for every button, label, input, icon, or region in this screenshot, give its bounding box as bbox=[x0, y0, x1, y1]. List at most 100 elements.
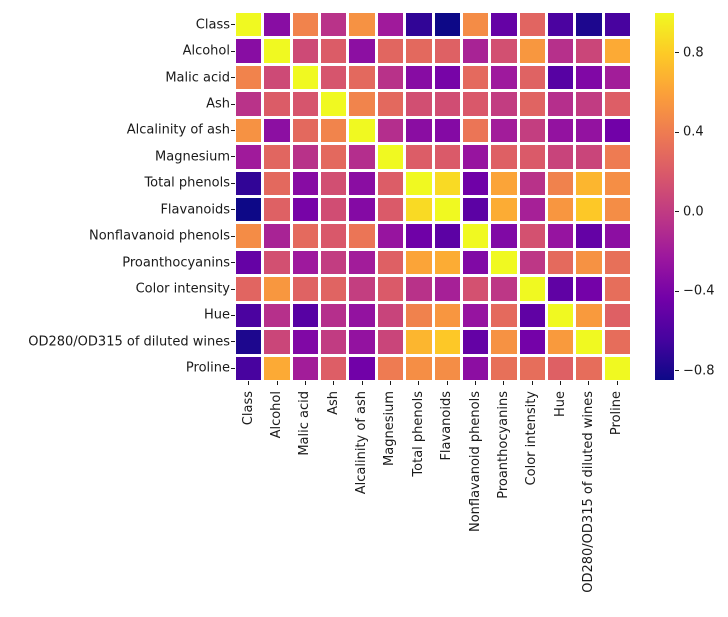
heatmap-cell bbox=[519, 92, 545, 116]
y-tick bbox=[231, 235, 235, 237]
heatmap-cell bbox=[462, 277, 489, 301]
heatmap-cell bbox=[236, 145, 262, 169]
heatmap-cell bbox=[576, 39, 602, 63]
heatmap-cell bbox=[349, 145, 375, 169]
heatmap-cell bbox=[236, 171, 262, 195]
y-tick-label: Class bbox=[195, 17, 230, 33]
heatmap-cell bbox=[576, 356, 602, 380]
heatmap-cell bbox=[434, 92, 460, 116]
heatmap-cell bbox=[547, 92, 574, 116]
heatmap-cell bbox=[321, 171, 347, 195]
heatmap-cell bbox=[377, 224, 404, 248]
heatmap-cell bbox=[349, 118, 375, 143]
heatmap-cell bbox=[491, 330, 517, 354]
heatmap-cell bbox=[547, 224, 574, 248]
y-tick-label: Proanthocyanins bbox=[122, 255, 230, 271]
heatmap-cell bbox=[434, 171, 460, 195]
heatmap-cell bbox=[462, 65, 489, 90]
heatmap-cell bbox=[576, 92, 602, 116]
y-tick-label: Nonflavanoid phenols bbox=[89, 228, 230, 244]
y-tick bbox=[231, 129, 235, 131]
heatmap-cell bbox=[462, 198, 489, 222]
heatmap-cell bbox=[604, 13, 630, 37]
heatmap-cell bbox=[604, 250, 630, 275]
heatmap-cell bbox=[292, 92, 319, 116]
y-tick bbox=[231, 50, 235, 52]
heatmap-cell bbox=[434, 198, 460, 222]
heatmap-cell bbox=[236, 224, 262, 248]
heatmap-cell bbox=[236, 356, 262, 380]
heatmap-cell bbox=[406, 39, 432, 63]
heatmap-cell bbox=[236, 39, 262, 63]
heatmap-cell bbox=[434, 303, 460, 328]
heatmap-cell bbox=[292, 198, 319, 222]
x-tick-label: Malic acid bbox=[297, 391, 313, 456]
heatmap-cell bbox=[547, 330, 574, 354]
x-tick-label: Alcohol bbox=[269, 391, 285, 439]
x-tick bbox=[276, 381, 278, 385]
heatmap-cell bbox=[349, 277, 375, 301]
heatmap-cell bbox=[264, 13, 290, 37]
heatmap-cell bbox=[321, 92, 347, 116]
heatmap-cell bbox=[604, 198, 630, 222]
y-tick bbox=[231, 77, 235, 79]
heatmap-cell bbox=[462, 13, 489, 37]
heatmap-cell bbox=[377, 356, 404, 380]
heatmap-cell bbox=[321, 224, 347, 248]
x-tick-label: Magnesium bbox=[382, 391, 398, 466]
x-tick bbox=[446, 381, 448, 385]
heatmap-cell bbox=[519, 303, 545, 328]
y-tick-label: Magnesium bbox=[155, 149, 230, 165]
heatmap-cell bbox=[236, 303, 262, 328]
heatmap-cell bbox=[264, 330, 290, 354]
y-tick bbox=[231, 262, 235, 264]
x-tick-label: Alcalinity of ash bbox=[354, 391, 370, 495]
heatmap-cell bbox=[576, 277, 602, 301]
heatmap-cell bbox=[264, 250, 290, 275]
heatmap-cell bbox=[264, 65, 290, 90]
heatmap-cell bbox=[406, 330, 432, 354]
heatmap-cell bbox=[576, 303, 602, 328]
heatmap-cell bbox=[377, 198, 404, 222]
heatmap-cell bbox=[321, 13, 347, 37]
heatmap-cell bbox=[406, 118, 432, 143]
x-tick-label: Proline bbox=[609, 391, 625, 436]
heatmap-cell bbox=[491, 198, 517, 222]
heatmap-cell bbox=[519, 330, 545, 354]
x-tick bbox=[304, 381, 306, 385]
heatmap-cell bbox=[406, 92, 432, 116]
colorbar-tick bbox=[675, 290, 679, 292]
heatmap-cell bbox=[349, 250, 375, 275]
heatmap-cell bbox=[292, 356, 319, 380]
heatmap-cell bbox=[576, 330, 602, 354]
heatmap-cell bbox=[377, 330, 404, 354]
y-tick-label: Ash bbox=[206, 96, 230, 112]
heatmap-cell bbox=[604, 65, 630, 90]
y-tick-label: Proline bbox=[185, 360, 230, 376]
heatmap-cell bbox=[264, 277, 290, 301]
heatmap-cell bbox=[519, 171, 545, 195]
heatmap-cell bbox=[547, 356, 574, 380]
heatmap-cell bbox=[264, 356, 290, 380]
colorbar-tick-label: −0.8 bbox=[683, 363, 715, 379]
heatmap-cell bbox=[292, 171, 319, 195]
heatmap-cell bbox=[462, 39, 489, 63]
x-tick-label: OD280/OD315 of diluted wines bbox=[580, 391, 596, 593]
heatmap-cell bbox=[576, 224, 602, 248]
heatmap-cell bbox=[462, 118, 489, 143]
heatmap-cell bbox=[406, 250, 432, 275]
heatmap-cell bbox=[576, 198, 602, 222]
heatmap-cell bbox=[292, 13, 319, 37]
heatmap-cell bbox=[491, 224, 517, 248]
heatmap-cell bbox=[491, 39, 517, 63]
heatmap-cell bbox=[406, 303, 432, 328]
heatmap-cell bbox=[321, 39, 347, 63]
x-tick bbox=[418, 381, 420, 385]
heatmap-cell bbox=[264, 224, 290, 248]
heatmap-cell bbox=[519, 198, 545, 222]
x-tick-label: Ash bbox=[325, 391, 341, 415]
y-tick bbox=[231, 24, 235, 26]
colorbar-tick bbox=[675, 370, 679, 372]
heatmap-cell bbox=[349, 39, 375, 63]
heatmap-cell bbox=[491, 13, 517, 37]
